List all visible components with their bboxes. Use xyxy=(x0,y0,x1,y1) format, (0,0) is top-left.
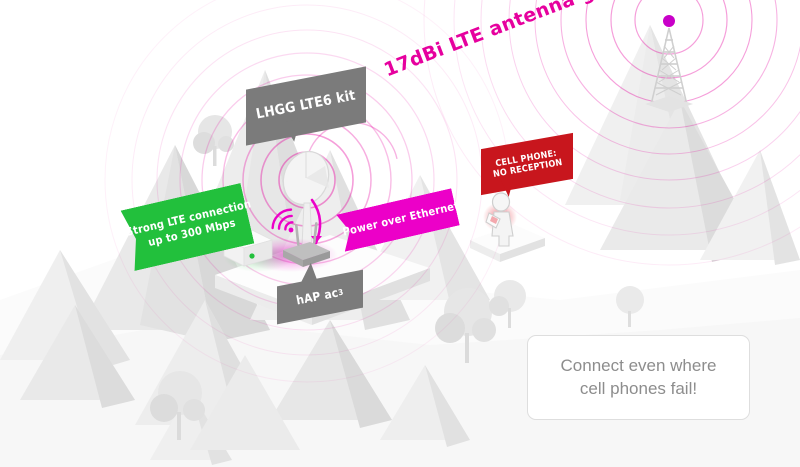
tree-icon xyxy=(150,371,205,440)
tagline-box: Connect even where cell phones fail! xyxy=(527,335,750,420)
tree-icon xyxy=(616,286,644,327)
tagline-text: Connect even where cell phones fail! xyxy=(561,355,717,401)
callout-hap-text: hAP ac xyxy=(295,285,340,308)
callout-hap-superscript: 3 xyxy=(337,287,345,297)
callout-lhgg-label: LHGG LTE6 kit xyxy=(254,87,357,123)
callout-cell-label: CELL PHONE: NO RECEPTION xyxy=(478,133,577,194)
tree-icon xyxy=(193,115,234,166)
wifi-signal-icon xyxy=(271,208,294,233)
callout-cell-phone-no-reception[interactable]: CELL PHONE: NO RECEPTION xyxy=(481,132,573,199)
tree-icon xyxy=(489,280,526,328)
router-icon xyxy=(283,222,330,267)
tagline-line1: Connect even where xyxy=(560,355,717,375)
person-with-phone-icon xyxy=(485,192,514,247)
cell-tower-icon xyxy=(645,15,693,112)
tree-icon xyxy=(435,288,496,363)
mountain-icon xyxy=(565,25,800,265)
tagline-line2: cell phones fail! xyxy=(579,378,698,398)
callout-lhgg-kit[interactable]: LHGG LTE6 kit xyxy=(246,66,366,146)
dish-antenna-icon xyxy=(282,150,330,247)
